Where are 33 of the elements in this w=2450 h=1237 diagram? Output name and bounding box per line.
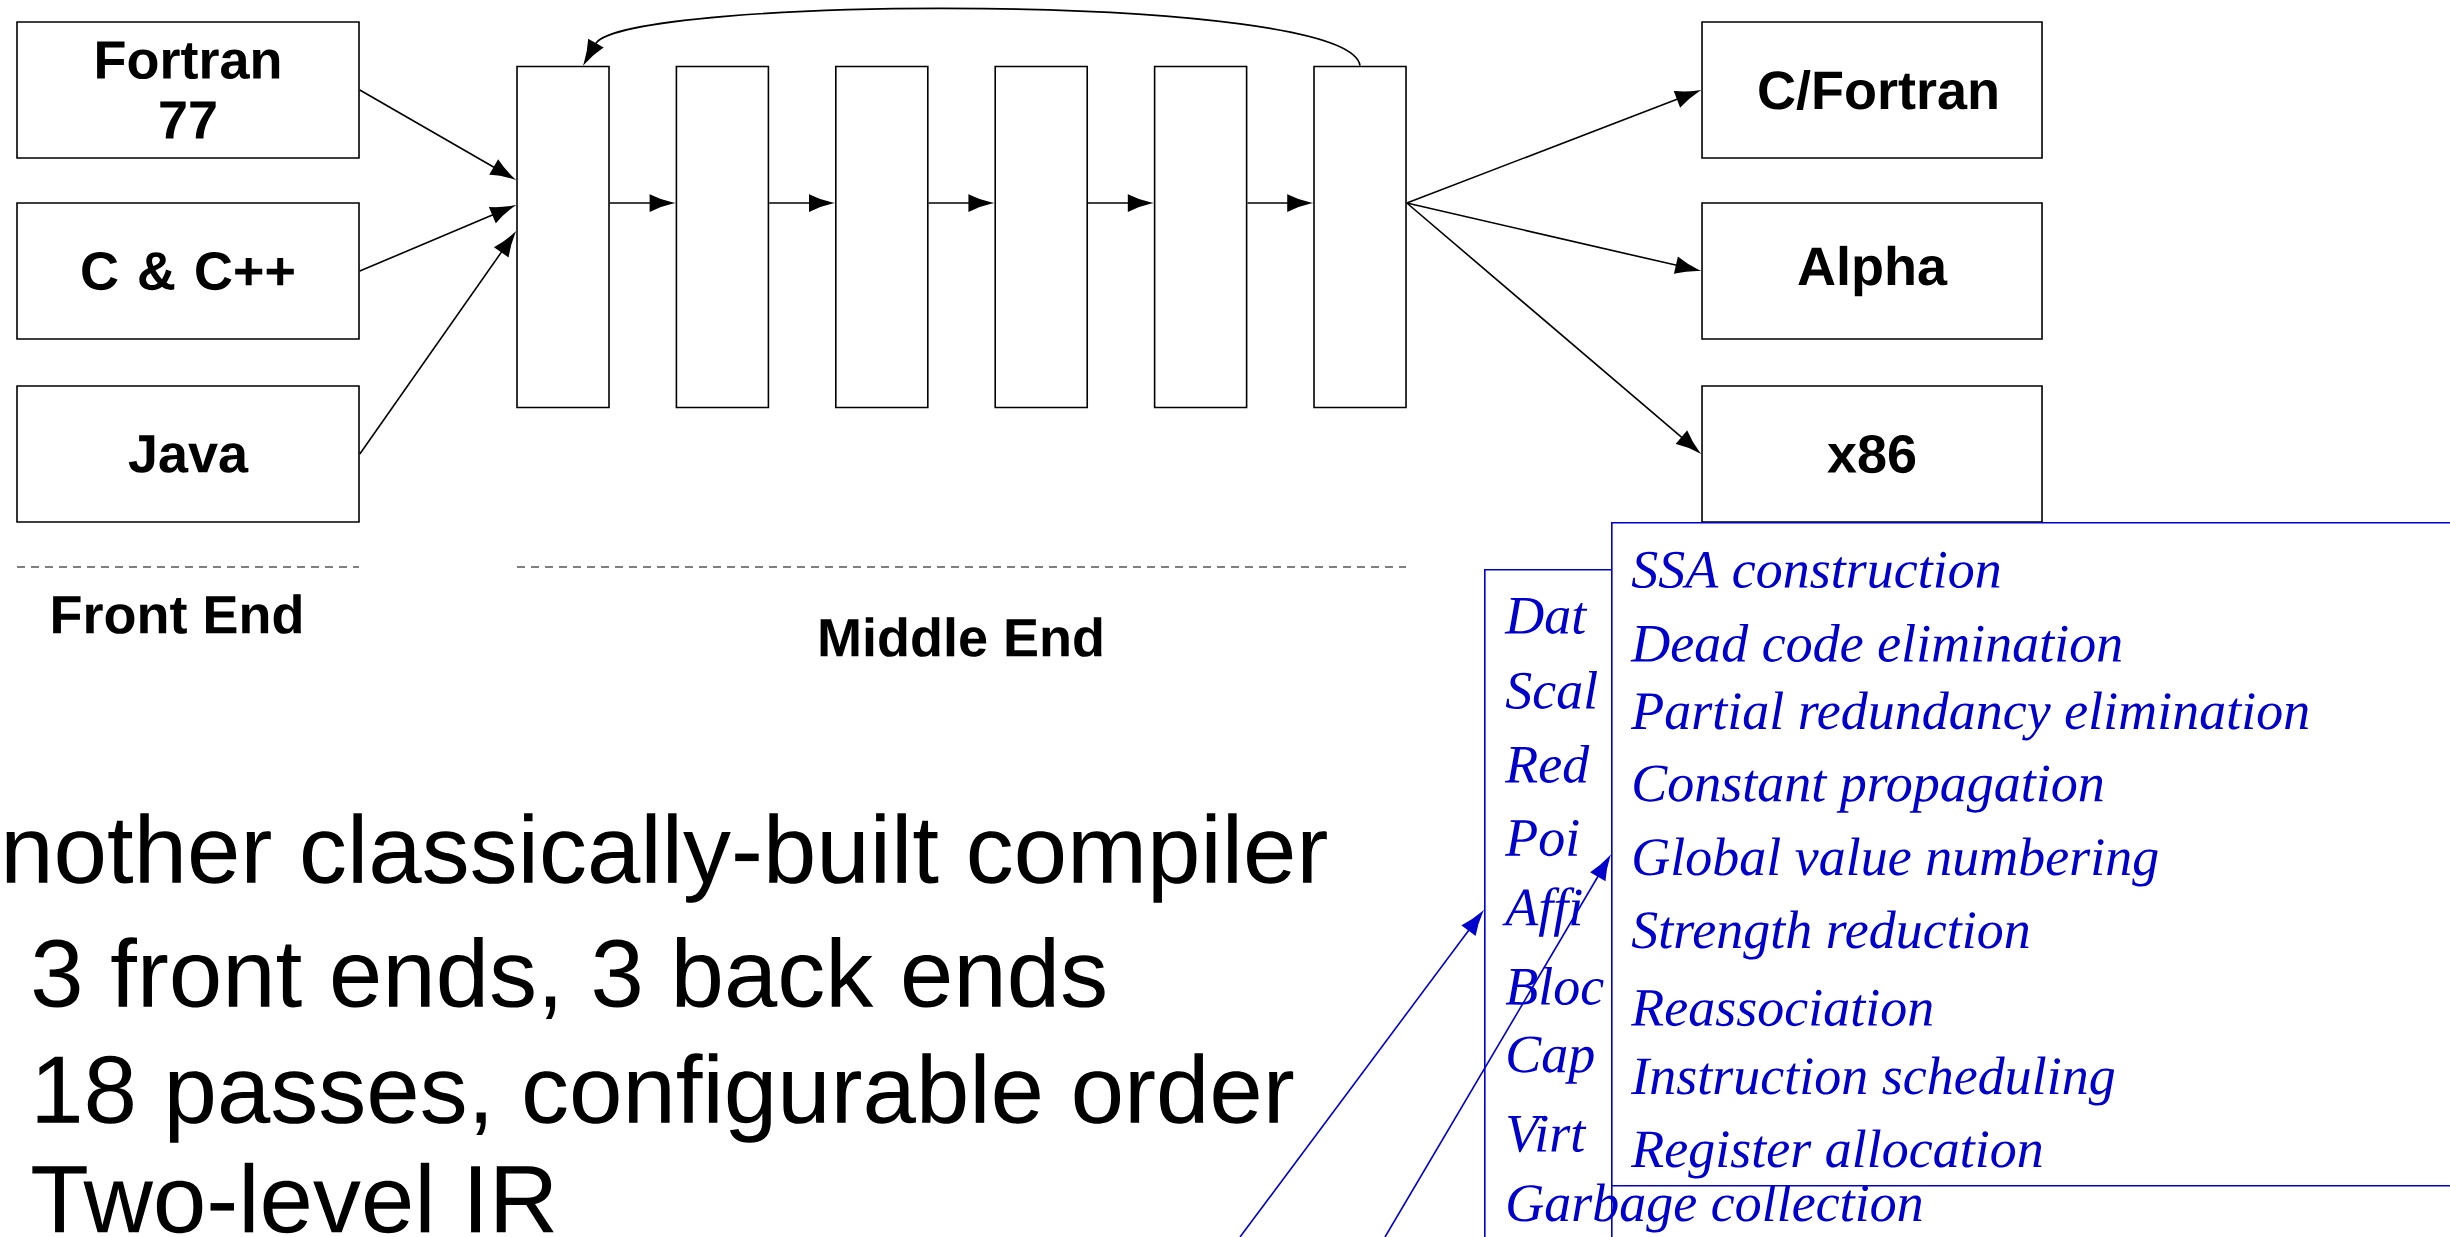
label-box: C/Fortran: [1701, 21, 2043, 159]
pass-box: [1313, 65, 1407, 409]
label-box: C & C++: [16, 202, 360, 340]
label-box: Java: [16, 385, 360, 523]
bullet-text: 3 front ends, 3 back ends: [33, 937, 1105, 1019]
arrow: [1406, 202, 1700, 453]
pass-box: [675, 65, 770, 409]
pass-box: [994, 65, 1088, 409]
arrow: [1246, 194, 1311, 212]
arrow: [584, 7, 1361, 67]
label-box: x86: [1701, 385, 2043, 523]
arrow: [927, 194, 992, 212]
list-box: SSA construction Dead code elimination Partial redundancy elimination Constant propagation Global value numbering Strength reduction Reassociation Instruction scheduling Register allocation: [1611, 522, 2450, 1187]
label-box: Alpha: [1701, 202, 2043, 340]
arrow: [1384, 856, 1610, 1237]
arrow: [359, 233, 515, 455]
pass-box: [1153, 65, 1248, 409]
arrow: [1087, 194, 1152, 212]
section-label: Front End: [53, 594, 301, 634]
arrow: [359, 205, 514, 272]
pass-box: [835, 65, 929, 409]
label-box: Fortran 77: [16, 21, 360, 159]
arrow: [768, 194, 833, 212]
arrow: [1406, 202, 1699, 274]
arrow: [359, 89, 514, 180]
arrow: [1406, 90, 1699, 204]
bullet-text: nother classically-built compiler: [6, 813, 1327, 903]
section-label: Middle End: [820, 617, 1102, 657]
pass-box: [516, 65, 610, 409]
arrow: [1239, 911, 1483, 1237]
bullet-text: Two-level IR: [32, 1162, 554, 1234]
arrow: [609, 194, 673, 212]
bullet-text: 18 passes, configurable order: [37, 1053, 1294, 1143]
